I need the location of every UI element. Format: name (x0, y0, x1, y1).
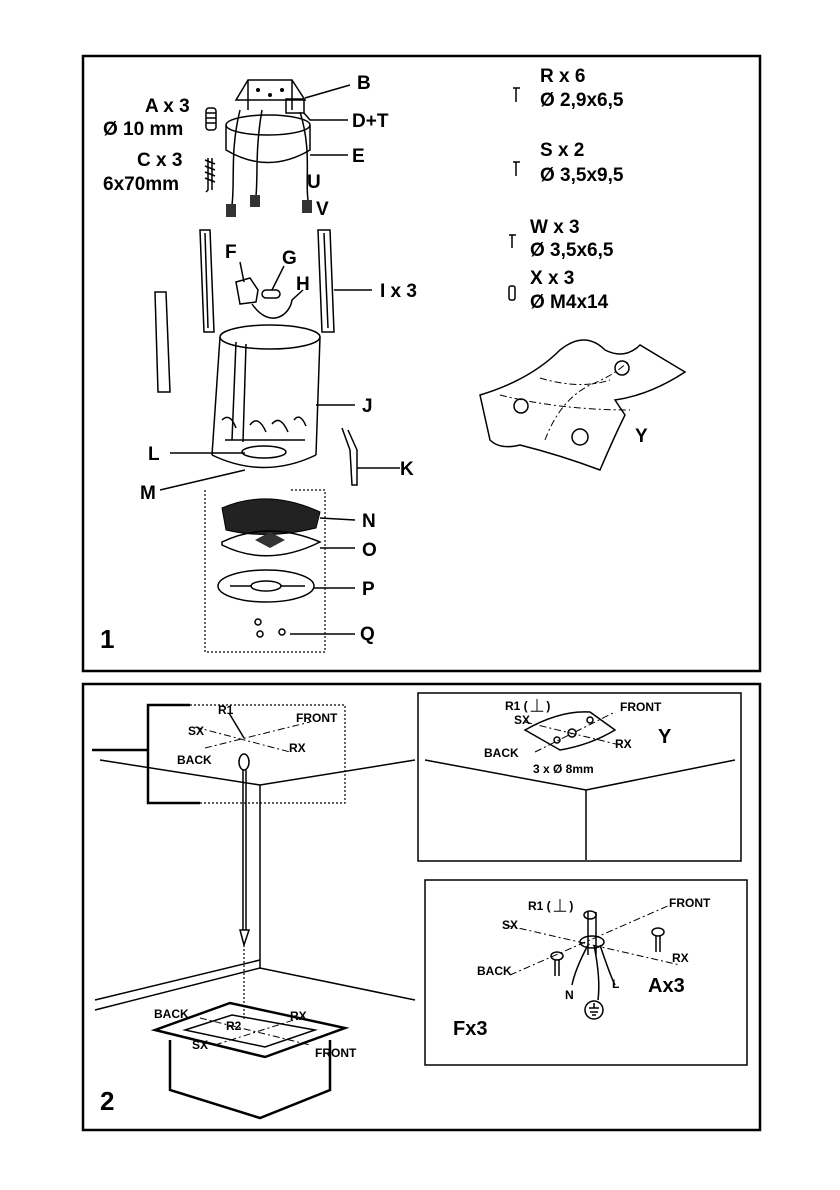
svg-text:BACK: BACK (177, 753, 212, 767)
svg-text:S x 2: S x 2 (540, 140, 584, 161)
svg-text:R1: R1 (218, 703, 234, 717)
inset-fixing: R1 ( ⏊ ) FRONT SX RX BACK N L Ax3 Fx3 (424, 879, 748, 1066)
plumb-line (238, 753, 251, 1020)
label-v: V (316, 199, 329, 220)
label-a: A x 3 (145, 96, 190, 117)
svg-text:SX: SX (502, 918, 518, 932)
svg-text:RX: RX (290, 1009, 307, 1023)
screw-x-icon (508, 285, 516, 301)
svg-text:FRONT: FRONT (315, 1046, 357, 1060)
svg-text:X x 3: X x 3 (530, 268, 574, 289)
label-a-size: Ø 10 mm (103, 119, 183, 140)
connector-f (235, 261, 259, 305)
part-k (341, 427, 400, 486)
label-f: F (225, 242, 237, 263)
label-h: H (296, 274, 310, 295)
svg-text:W x 3: W x 3 (530, 217, 580, 238)
svg-text:BACK: BACK (154, 1007, 189, 1021)
svg-text:R1 ( ⏊ ): R1 ( ⏊ ) (528, 898, 573, 913)
label-o: O (362, 540, 377, 561)
svg-text:BACK: BACK (477, 964, 512, 978)
cable-h (251, 289, 304, 319)
svg-text:Y: Y (635, 426, 648, 447)
svg-text:SX: SX (188, 724, 204, 738)
label-k: K (400, 459, 414, 480)
svg-text:R x 6: R x 6 (540, 66, 585, 87)
rail-left (199, 229, 215, 333)
filter-n (221, 498, 356, 535)
svg-text:Fx3: Fx3 (453, 1018, 487, 1040)
svg-text:BACK: BACK (484, 746, 519, 760)
svg-text:L: L (612, 977, 619, 991)
label-c: C x 3 (137, 150, 182, 171)
svg-text:Ø M4x14: Ø M4x14 (530, 292, 609, 313)
rail-separate (154, 291, 171, 393)
label-n: N (362, 511, 376, 532)
filter-o (221, 530, 355, 557)
svg-text:Ø 3,5x9,5: Ø 3,5x9,5 (540, 165, 624, 186)
svg-text:SX: SX (514, 713, 530, 727)
rail-right (317, 229, 372, 333)
cover-disc-e (225, 114, 311, 164)
screw-list: R x 6 Ø 2,9x6,5 S x 2 Ø 3,5x9,5 W x 3 Ø … (508, 66, 624, 313)
svg-text:RX: RX (615, 737, 632, 751)
filter-box (204, 489, 326, 653)
panel-1-frame (81, 54, 762, 673)
svg-text:RX: RX (289, 741, 306, 755)
svg-text:FRONT: FRONT (296, 711, 338, 725)
svg-text:FRONT: FRONT (620, 700, 662, 714)
inset-template-y: R1 ( ⏊ ) FRONT SX BACK RX Y 3 x Ø 8mm (417, 692, 742, 862)
svg-text:R2: R2 (226, 1019, 242, 1033)
svg-text:FRONT: FRONT (669, 896, 711, 910)
label-c-size: 6x70mm (103, 174, 179, 195)
floor-line (94, 967, 416, 1011)
screw-w-icon (509, 234, 516, 248)
label-p: P (362, 579, 375, 600)
label-l: L (148, 444, 160, 465)
anchor-a-icon (205, 107, 217, 131)
panel-2-frame (81, 682, 762, 1132)
svg-text:SX: SX (192, 1038, 208, 1052)
svg-text:3 x Ø 8mm: 3 x Ø 8mm (533, 762, 594, 776)
clip-g (261, 265, 285, 299)
label-j: J (362, 396, 373, 417)
svg-text:Ax3: Ax3 (648, 975, 685, 997)
leader-m (159, 469, 246, 491)
screw-s-icon (513, 161, 520, 176)
chimney-body-j (211, 324, 355, 469)
svg-text:Ø 3,5x6,5: Ø 3,5x6,5 (530, 240, 614, 261)
svg-text:Ø 2,9x6,5: Ø 2,9x6,5 (540, 90, 624, 111)
svg-text:N: N (565, 988, 574, 1002)
panel-2-number: 2 (100, 1086, 114, 1116)
label-m: M (140, 483, 156, 504)
wires-u (226, 109, 312, 217)
label-e: E (352, 146, 365, 167)
screws-q (254, 618, 355, 638)
label-g: G (282, 248, 297, 269)
label-dt: D+T (352, 111, 389, 132)
svg-text:Y: Y (658, 726, 672, 748)
floor-box: BACK R2 RX SX FRONT (150, 1001, 357, 1120)
bracket-b (234, 79, 307, 114)
label-b: B (357, 73, 371, 94)
panel-1-number: 1 (100, 624, 114, 654)
filter-p (217, 569, 355, 603)
label-i: I x 3 (380, 281, 417, 302)
screw-r-icon (513, 87, 520, 102)
svg-text:R1 ( ⏊ ): R1 ( ⏊ ) (505, 698, 550, 713)
label-u: U (307, 172, 321, 193)
label-q: Q (360, 624, 375, 645)
template-y: Y (479, 339, 687, 471)
svg-text:RX: RX (672, 951, 689, 965)
screw-c-icon (204, 158, 216, 193)
